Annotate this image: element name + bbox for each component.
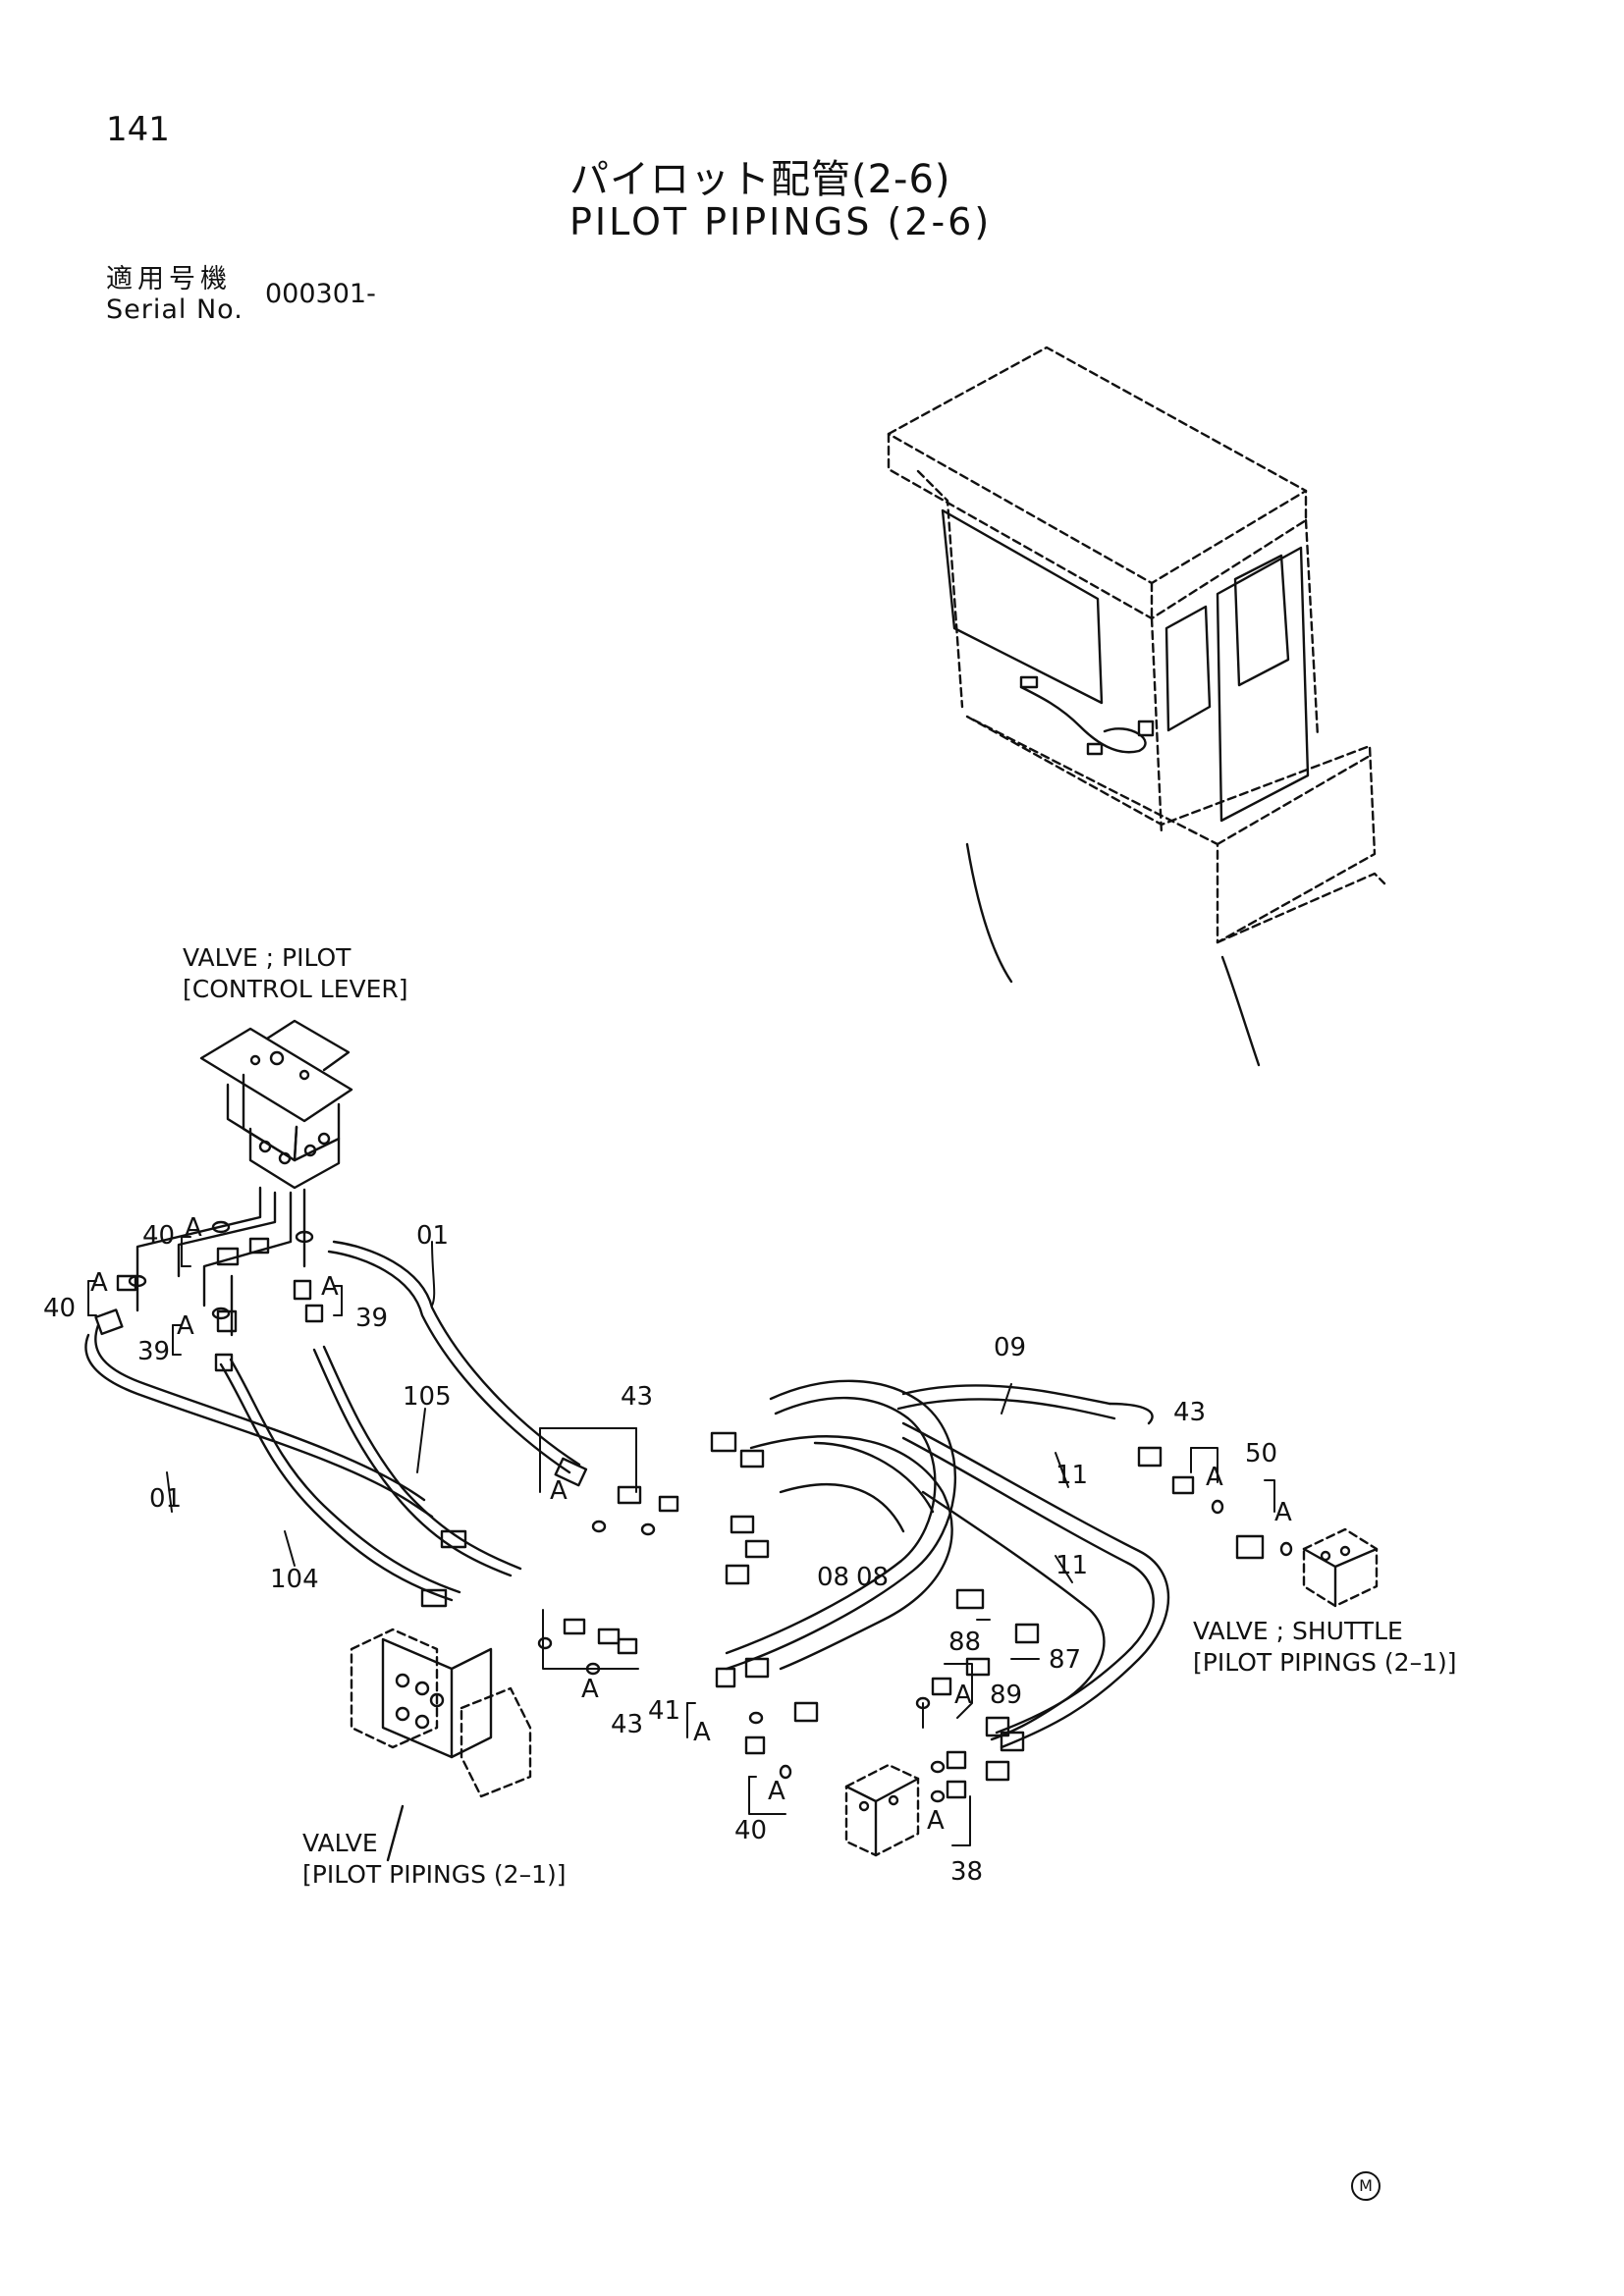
control-lever-label-1: VALVE ; PILOT [183, 943, 352, 972]
part-number: 87 [1049, 1645, 1082, 1675]
part-number: 40 [43, 1294, 77, 1323]
detail-marker-a: A [768, 1777, 785, 1806]
page-number: 141 [106, 110, 170, 149]
part-number: 43 [621, 1382, 654, 1412]
valve-label-2: [PILOT PIPINGS (2–1)] [302, 1860, 567, 1889]
part-number: 105 [403, 1382, 452, 1412]
cab-illustration [887, 346, 1386, 1067]
detail-marker-a: A [185, 1213, 202, 1243]
part-number: 88 [948, 1628, 982, 1657]
part-number: 38 [950, 1857, 984, 1887]
title-japanese: パイロット配管(2-6) [569, 157, 951, 202]
detail-marker-a: A [1206, 1463, 1223, 1492]
part-number: 08 [817, 1563, 850, 1592]
part-number: 01 [416, 1221, 450, 1251]
part-number: 50 [1245, 1439, 1278, 1468]
part-number: 43 [611, 1710, 644, 1739]
detail-marker-a: A [693, 1718, 711, 1747]
detail-marker-a: A [581, 1675, 599, 1704]
detail-marker-a: A [1274, 1498, 1292, 1527]
shuttle-valve [1302, 1527, 1379, 1608]
shuttle-label-2: [PILOT PIPINGS (2–1)] [1193, 1648, 1457, 1677]
pilot-valve-control-lever [135, 1019, 353, 1337]
detail-marker-a: A [90, 1268, 108, 1298]
part-number: 09 [994, 1333, 1027, 1362]
leader-lines [87, 1236, 1275, 1846]
part-number: 01 [149, 1484, 183, 1514]
part-number: 40 [142, 1221, 176, 1251]
hoses [84, 1240, 1170, 1749]
part-number: 39 [355, 1304, 389, 1333]
shuttle-label-1: VALVE ; SHUTTLE [1193, 1617, 1403, 1645]
detail-marker-a: A [550, 1476, 568, 1506]
serial-value: 000301- [265, 279, 376, 309]
detail-marker-a: A [177, 1311, 194, 1341]
maker-mark-icon: M [1351, 2171, 1380, 2201]
part-number: 89 [990, 1681, 1023, 1710]
part-number: 41 [648, 1696, 681, 1726]
part-number: 104 [270, 1565, 319, 1594]
valve-block-left [350, 1628, 532, 1862]
control-lever-label-2: [CONTROL LEVER] [183, 975, 408, 1003]
part-number: 08 [856, 1563, 890, 1592]
fittings [94, 1220, 1293, 1803]
detail-marker-a: A [321, 1272, 339, 1302]
part-number: 43 [1173, 1398, 1207, 1427]
title-english: PILOT PIPINGS (2-6) [569, 200, 993, 243]
part-number: 39 [137, 1337, 171, 1366]
valve-label-1: VALVE [302, 1829, 378, 1857]
valve-block-middle [844, 1763, 920, 1857]
serial-label-en: Serial No. [106, 294, 244, 325]
detail-marker-a: A [954, 1681, 972, 1710]
part-number: 40 [734, 1816, 768, 1845]
detail-marker-a: A [927, 1806, 945, 1836]
part-number: 11 [1056, 1551, 1089, 1580]
serial-label-jp: 適用号機 [106, 264, 232, 294]
part-number: 11 [1056, 1461, 1089, 1490]
